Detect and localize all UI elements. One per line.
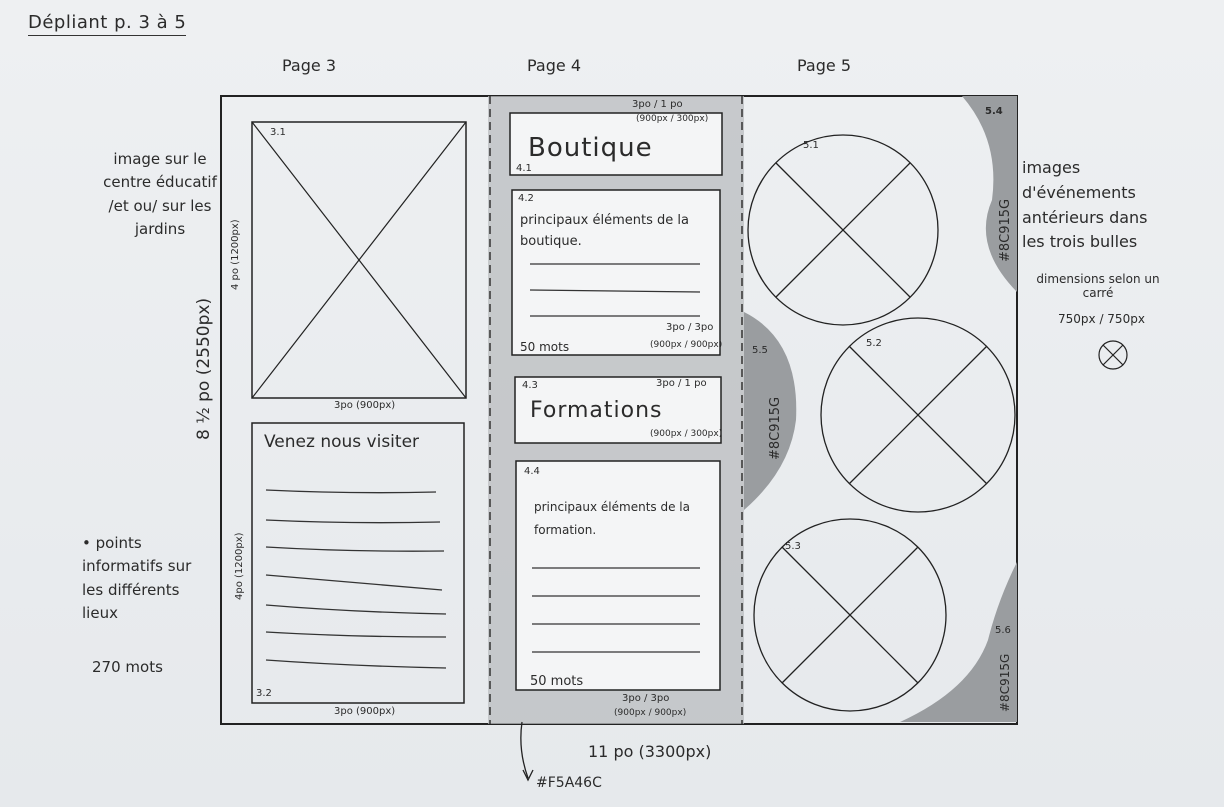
box-4-2-text: principaux éléments de la boutique. bbox=[520, 213, 689, 250]
box-4-3 bbox=[514, 376, 722, 444]
curve-5-5 bbox=[744, 312, 797, 510]
box-4-1-px: (900px / 300px) bbox=[636, 114, 709, 124]
bubble-sample-icon bbox=[1098, 340, 1128, 370]
box-4-3-size: 3po / 1 po bbox=[656, 378, 707, 389]
box-4-1-title: Boutique bbox=[528, 133, 653, 163]
note-square-dims: dimensions selon un carré bbox=[1036, 272, 1160, 300]
note-image-subject: image sur le centre éducatif /et ou/ sur… bbox=[103, 150, 217, 238]
text-width-label: 3po (900px) bbox=[334, 706, 396, 717]
box-4-3-id: 4.3 bbox=[522, 380, 538, 391]
box-4-1-id: 4.1 bbox=[516, 163, 532, 174]
middle-band-color-label: #F5A46C bbox=[536, 775, 602, 791]
circle-5-3 bbox=[753, 518, 947, 712]
box-4-2-size: 3po / 3po bbox=[666, 322, 714, 333]
circle-5-2-id: 5.2 bbox=[866, 338, 882, 349]
note-events-images: images d'événements antérieurs dans les … bbox=[1022, 158, 1148, 252]
img-width-label: 3po (900px) bbox=[334, 400, 396, 411]
height-dimension: 8 ½ po (2550px) bbox=[194, 297, 214, 440]
box-4-2-px: (900px / 900px) bbox=[650, 340, 723, 350]
curve-5-4 bbox=[962, 96, 1017, 292]
curve-5-6 bbox=[900, 562, 1017, 722]
curve-5-5-id: 5.5 bbox=[752, 345, 768, 356]
note-info-points: • points informatifs sur les différents … bbox=[82, 534, 192, 622]
page-5-label: Page 5 bbox=[797, 56, 851, 75]
page-4-label: Page 4 bbox=[527, 56, 581, 75]
circle-5-1-id: 5.1 bbox=[803, 140, 819, 151]
color-arrow bbox=[520, 721, 529, 779]
sheet-title: Dépliant p. 3 à 5 bbox=[28, 12, 187, 36]
box-4-3-title: Formations bbox=[530, 398, 663, 423]
box-4-4-text: principaux éléments de la formation. bbox=[534, 500, 690, 537]
curve-5-6-id: 5.6 bbox=[995, 625, 1011, 636]
page-3-label: Page 3 bbox=[282, 56, 336, 75]
note-word-count: 270 mots bbox=[92, 658, 163, 676]
box-4-1 bbox=[509, 112, 723, 176]
width-dimension: 11 po (3300px) bbox=[588, 742, 712, 761]
circle-5-3-id: 5.3 bbox=[785, 541, 801, 552]
text-height-label: 4po (1200px) bbox=[234, 532, 245, 600]
img-id-3-1: 3.1 bbox=[270, 127, 286, 138]
text-id-3-2: 3.2 bbox=[256, 688, 272, 699]
curve-5-5-color: #8C915G bbox=[768, 396, 783, 460]
box-4-2-words: 50 mots bbox=[520, 340, 570, 354]
box-4-4-id: 4.4 bbox=[524, 466, 540, 477]
circle-5-1 bbox=[747, 134, 939, 326]
curve-5-6-color: #8C915G bbox=[998, 653, 1012, 712]
note-square-px: 750px / 750px bbox=[1058, 312, 1145, 326]
img-height-label: 4 po (1200px) bbox=[230, 219, 241, 290]
circle-5-2 bbox=[820, 317, 1016, 513]
box-4-1-size: 3po / 1 po bbox=[632, 99, 683, 110]
curve-5-4-id: 5.4 bbox=[985, 106, 1003, 117]
box-4-2-id: 4.2 bbox=[518, 193, 534, 204]
box-4-4-words: 50 mots bbox=[530, 674, 584, 689]
curve-5-4-color: #8C915G bbox=[998, 198, 1013, 262]
box-4-2 bbox=[511, 189, 721, 356]
text-box-3-2 bbox=[251, 422, 465, 704]
image-placeholder-3-1 bbox=[251, 121, 467, 399]
box-4-4-size: 3po / 3po bbox=[622, 693, 670, 704]
box-4-3-px: (900px / 300px) bbox=[650, 429, 723, 439]
text-box-title: Venez nous visiter bbox=[264, 432, 420, 452]
box-4-4-px: (900px / 900px) bbox=[614, 708, 687, 718]
